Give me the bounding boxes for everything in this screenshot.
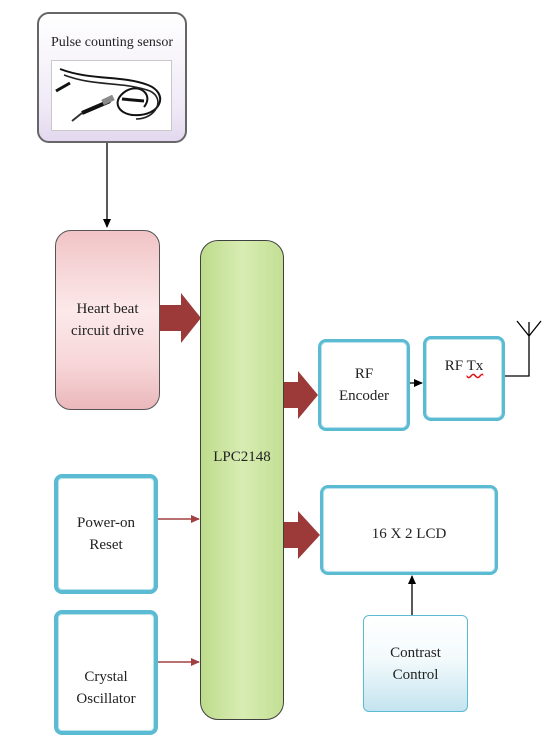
- antenna-icon: [505, 320, 542, 377]
- contrast-line2: Control: [392, 666, 439, 683]
- rf-encoder-line2: Encoder: [339, 388, 389, 404]
- rf-encoder-block: RF Encoder: [318, 339, 410, 431]
- pulse-sensor-block: Pulse counting sensor: [37, 12, 187, 143]
- heart-beat-label-line2: circuit drive: [71, 323, 144, 339]
- rf-encoder-line1: RF: [354, 366, 374, 382]
- sensor-photo-image: [51, 60, 172, 131]
- mcu-to-lcd-block-arrow: [284, 511, 320, 559]
- lpc2148-mcu-block: LPC2148: [200, 240, 284, 720]
- crystal-line2: Oscillator: [76, 690, 136, 707]
- power-on-reset-line2: Reset: [89, 537, 123, 553]
- crystal-oscillator-block: Crystal Oscillator: [54, 610, 158, 735]
- power-on-reset-block: Power-on Reset: [54, 474, 158, 594]
- heartbeat-to-mcu-block-arrow: [158, 293, 201, 343]
- power-on-reset-line1: Power-on: [76, 515, 136, 531]
- rf-tx-label-suffix: Tx: [466, 358, 484, 374]
- lcd-label: 16 X 2 LCD: [371, 526, 447, 542]
- pulse-sensor-title: Pulse counting sensor: [50, 35, 174, 50]
- heart-beat-circuit-block: Heart beat circuit drive: [55, 230, 160, 410]
- mcu-label: LPC2148: [213, 449, 271, 465]
- contrast-line1: Contrast: [390, 644, 441, 661]
- contrast-control-block: Contrast Control: [363, 615, 468, 712]
- mcu-to-encoder-block-arrow: [284, 371, 318, 419]
- rf-tx-label-prefix: RF: [444, 358, 467, 374]
- crystal-line1: Crystal: [84, 668, 128, 685]
- heart-beat-label-line1: Heart beat: [76, 301, 139, 317]
- lcd-display-block: 16 X 2 LCD: [320, 485, 498, 575]
- rf-transmitter-block: RF Tx: [423, 336, 505, 421]
